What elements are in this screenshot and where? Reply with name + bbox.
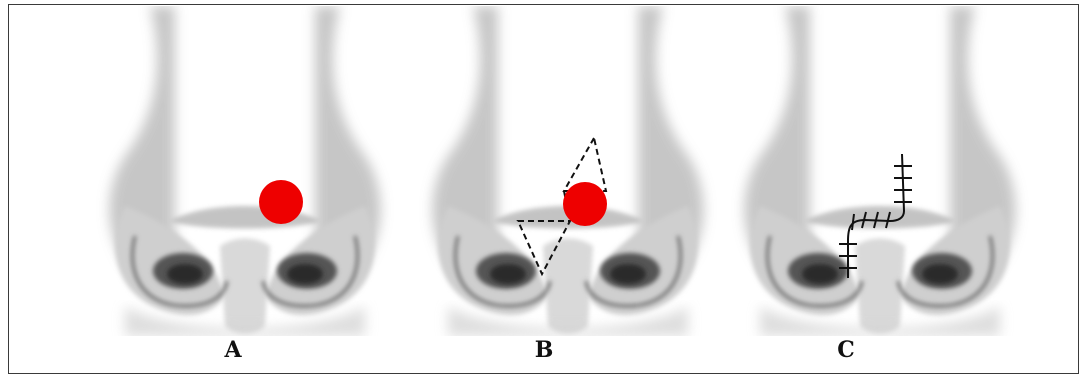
panel-a-nose-illustration (95, 6, 405, 336)
panel-c-nose-illustration (730, 6, 1040, 336)
lesion-circle-b (563, 182, 607, 226)
panel-b-nose-illustration (418, 6, 728, 336)
panel-label-b: B (524, 336, 564, 364)
panel-label-a: A (213, 336, 253, 364)
lesion-circle-a (259, 180, 303, 224)
panel-label-c: C (826, 336, 866, 364)
